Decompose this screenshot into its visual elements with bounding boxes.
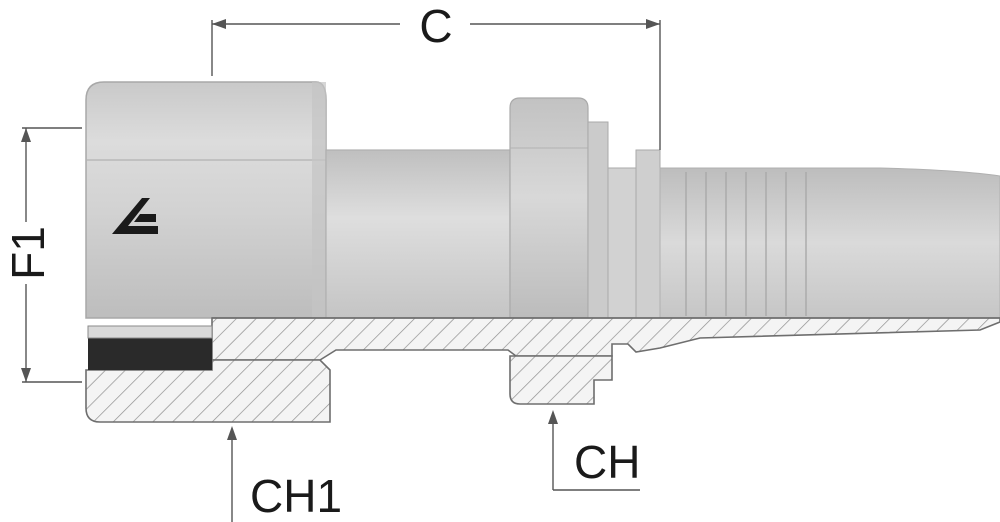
dimension-f1-label: F1 [2, 226, 54, 280]
leader-ch-label: CH [574, 436, 640, 488]
dimension-f1-arrow-bottom [21, 368, 31, 382]
hose-tail [659, 167, 1000, 319]
o-ring-seal [88, 338, 212, 370]
hex-section [509, 355, 613, 405]
collar-ring-2 [607, 167, 637, 319]
dimension-f1-arrow-top [21, 128, 31, 142]
dimension-f1 [22, 127, 82, 383]
hose-tail-ribs [685, 172, 807, 316]
dimension-c-arrow-right [646, 19, 660, 29]
nut-body [85, 81, 327, 319]
collar-ring-3 [635, 149, 661, 319]
stem-section [211, 317, 1000, 361]
nut-section [85, 359, 331, 423]
leader-ch-arrow [548, 410, 558, 424]
leader-ch1-label: CH1 [250, 470, 342, 522]
leader-ch1-arrow [227, 426, 237, 440]
dimension-c [211, 20, 661, 150]
dimension-c-label: C [419, 0, 452, 52]
collar-ring-1 [587, 121, 609, 319]
dimension-c-arrow-left [212, 19, 226, 29]
brand-logo-icon [112, 198, 158, 234]
nut-chamfer-right [312, 82, 326, 318]
body-neck [325, 149, 511, 321]
leader-ch [552, 416, 640, 491]
hex-body [509, 97, 589, 319]
seal-band [87, 325, 213, 339]
